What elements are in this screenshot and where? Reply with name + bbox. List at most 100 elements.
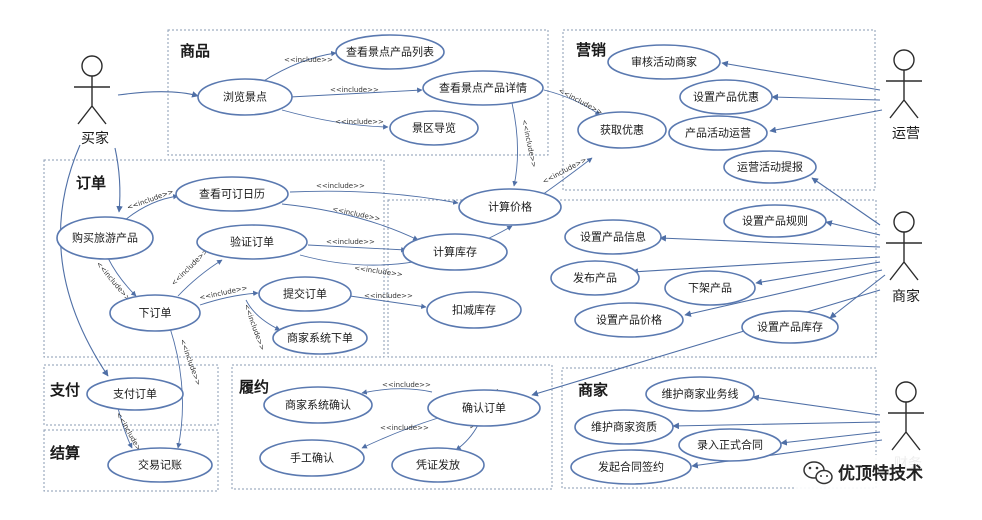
usecase-calendar-label: 查看可订日历 [199, 187, 265, 201]
usecase-merchant-confirm-label: 商家系统确认 [285, 398, 351, 412]
usecase-submit[interactable]: 提交订单 [258, 276, 352, 312]
usecase-publish[interactable]: 发布产品 [550, 260, 640, 296]
rel-submit-deduct [349, 295, 427, 309]
package-shangpin [167, 29, 549, 156]
usecase-pay[interactable]: 支付订单 [86, 377, 184, 411]
usecase-pay-label: 支付订单 [113, 388, 157, 401]
rel-label-verify-calcstock: <<include>> [326, 238, 375, 246]
actor-merchant-body [886, 232, 922, 281]
usecase-contract[interactable]: 录入正式合同 [678, 428, 782, 462]
usecase-sign[interactable]: 发起合同签约 [570, 449, 692, 485]
rel-browse-detail [289, 87, 423, 98]
usecase-offline-label: 下架产品 [688, 281, 732, 295]
assoc-finance-contract [780, 431, 881, 446]
usecase-audit-label: 审核活动商家 [631, 55, 697, 69]
usecase-calendar[interactable]: 查看可订日历 [175, 176, 289, 212]
rel-confirm-manual [361, 417, 439, 449]
usecase-calc-price[interactable]: 计算价格 [458, 188, 562, 226]
rel-detail-getdiscount [543, 89, 601, 116]
actor-merchant-label: 商家 [892, 288, 920, 305]
usecase-list[interactable]: 查看景点产品列表 [335, 34, 445, 70]
assoc-merchant-set-info [659, 234, 881, 248]
usecase-report-label: 运营活动提报 [737, 160, 803, 174]
package-jiesuan [43, 429, 219, 492]
usecase-browse[interactable]: 浏览景点 [197, 78, 293, 116]
usecase-manual-label: 手工确认 [290, 451, 334, 465]
usecase-ledger-label: 交易记账 [138, 458, 182, 472]
watermark-background [795, 455, 971, 491]
package-shangpin-title: 商品 [180, 42, 210, 60]
usecase-get-discount[interactable]: 获取优惠 [577, 111, 667, 149]
package-yingxiao [562, 29, 876, 191]
assoc-operator-audit [721, 60, 881, 91]
usecase-ledger[interactable]: 交易记账 [107, 447, 213, 483]
usecase-calc-price-label: 计算价格 [488, 200, 532, 214]
rel-label-buy-place: <<include>> [94, 260, 132, 303]
assoc-operator-set-discount [771, 93, 881, 101]
rel-calendar-calcprice [289, 190, 459, 205]
actor-buyer-label: 买家 [81, 130, 109, 147]
assoc-merchant-publish [631, 256, 881, 275]
rel-label-calcprice-getdiscount: <<include>> [541, 156, 588, 186]
rel-label-place-verify: <<include>> [170, 247, 210, 287]
rel-browse-list [261, 50, 337, 83]
rel-place-verify [177, 259, 223, 297]
assoc-buyer-browse [117, 91, 199, 98]
actor-merchant-head [893, 211, 915, 233]
usecase-voucher[interactable]: 凭证发放 [391, 447, 485, 483]
usecase-set-discount-label: 设置产品优惠 [693, 90, 759, 104]
usecase-manual[interactable]: 手工确认 [259, 439, 365, 477]
assoc-merchant-confirm [531, 289, 881, 397]
usecase-detail[interactable]: 查看景点产品详情 [422, 70, 544, 106]
usecase-set-price[interactable]: 设置产品价格 [574, 302, 684, 338]
rel-label-browse-detail: <<include>> [330, 86, 379, 94]
usecase-place[interactable]: 下订单 [109, 294, 201, 332]
assoc-buyer-buy [114, 147, 123, 213]
usecase-verify[interactable]: 验证订单 [196, 224, 308, 260]
usecase-merchant-order[interactable]: 商家系统下单 [272, 321, 368, 355]
usecase-audit[interactable]: 审核活动商家 [607, 44, 721, 80]
assoc-merchant-report [811, 177, 881, 226]
actor-buyer-body [74, 76, 110, 125]
actor-finance-body [888, 402, 924, 451]
usecase-set-info[interactable]: 设置产品信息 [564, 219, 662, 255]
rel-label-confirm-merchantconfirm: <<include>> [382, 381, 431, 389]
usecase-deduct[interactable]: 扣减库存 [426, 291, 522, 329]
usecase-qualification-label: 维护商家资质 [591, 420, 657, 434]
usecase-guide-label: 景区导览 [412, 121, 456, 135]
actor-buyer[interactable]: 买家 [74, 55, 110, 147]
actor-operator[interactable]: 运营 [886, 49, 922, 142]
usecase-biz-line[interactable]: 维护商家业务线 [645, 376, 755, 412]
rel-label-calendar-calcprice: <<include>> [316, 182, 365, 190]
usecase-qualification[interactable]: 维护商家资质 [574, 409, 674, 445]
rel-confirm-voucher [455, 424, 479, 451]
watermark: 优顶特技术 [795, 455, 971, 491]
usecase-set-stock-label: 设置产品库存 [757, 320, 823, 334]
usecase-buy[interactable]: 购买旅游产品 [56, 216, 154, 260]
usecase-set-stock[interactable]: 设置产品库存 [741, 310, 839, 344]
usecase-set-discount[interactable]: 设置产品优惠 [679, 79, 773, 115]
usecase-report[interactable]: 运营活动提报 [723, 150, 817, 184]
usecase-calc-stock[interactable]: 计算库存 [402, 233, 508, 271]
wechat-icon [803, 461, 833, 485]
rel-detail-calcprice [511, 102, 518, 187]
actor-merchant[interactable]: 商家 [886, 211, 922, 305]
rel-label-browse-guide: <<include>> [335, 118, 384, 126]
usecase-merchant-confirm[interactable]: 商家系统确认 [263, 386, 373, 424]
usecase-set-rule[interactable]: 设置产品规则 [723, 204, 827, 238]
package-jiesuan-title: 结算 [50, 444, 80, 462]
assoc-merchant-offline [755, 261, 881, 286]
rel-place-ledger [169, 327, 183, 449]
usecase-guide[interactable]: 景区导览 [389, 110, 479, 146]
assoc-merchant-set-rule [825, 220, 881, 236]
rel-label-detail-getdiscount: <<include>> [557, 87, 604, 117]
usecase-publish-label: 发布产品 [573, 271, 617, 285]
usecase-campaign[interactable]: 产品活动运营 [668, 115, 768, 151]
usecase-calc-stock-label: 计算库存 [433, 245, 477, 259]
usecase-confirm[interactable]: 确认订单 [427, 389, 541, 427]
usecase-offline[interactable]: 下架产品 [664, 270, 756, 306]
usecase-voucher-label: 凭证发放 [416, 458, 460, 472]
usecase-sign-label: 发起合同签约 [598, 460, 664, 474]
rel-label-buy-calendar: <<include>> [126, 188, 175, 212]
